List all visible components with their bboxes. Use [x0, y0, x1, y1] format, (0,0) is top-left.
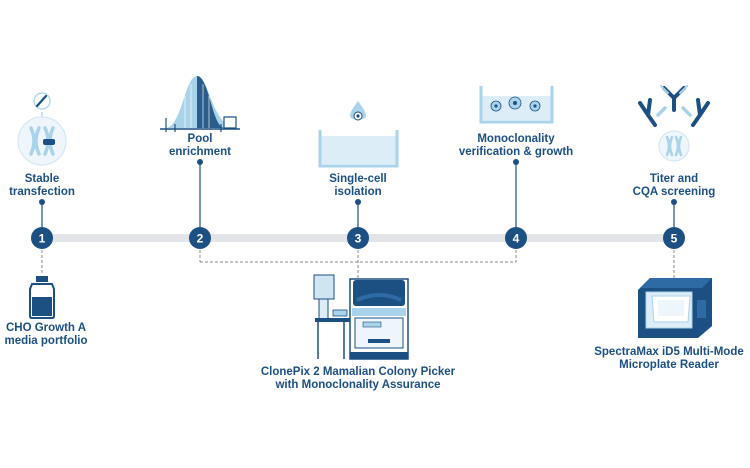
step-marker-3: 3 [347, 227, 369, 249]
step-label-5-line1: Titer and [649, 173, 699, 185]
connector-dots [39, 159, 677, 205]
media-product-label-line1: CHO Growth A [5, 322, 87, 334]
step-label-1: Stable transfection [2, 173, 82, 199]
step-marker-1: 1 [31, 227, 53, 249]
step-label-5-line2: CQA screening [632, 186, 716, 198]
spectramax-product-label-line2: Microplate Reader [619, 359, 719, 371]
microplate-reader-icon [638, 278, 712, 338]
step-label-3: Single-cell isolation [318, 173, 398, 199]
colony-picker-instrument-icon [313, 274, 409, 360]
step-label-2-line1: Pool [187, 133, 213, 145]
step-label-4-line2: verification & growth [458, 146, 574, 158]
step-marker-4: 4 [505, 227, 527, 249]
label-connectors [41, 162, 675, 227]
media-bottle-icon [29, 276, 55, 319]
clonepix-product-label: ClonePix 2 Mamalian Colony Picker with M… [243, 366, 473, 392]
antibody-icon [638, 85, 710, 162]
spectramax-product-label-line1: SpectraMax iD5 Multi-Mode [594, 346, 744, 358]
step-number-5: 5 [671, 232, 678, 246]
clonepix-product-label-line2: with Monoclonality Assurance [275, 379, 441, 391]
colonies-well-icon [479, 86, 554, 124]
step-number-3: 3 [355, 232, 362, 246]
step-number-1: 1 [39, 232, 46, 246]
single-cell-well-icon [318, 101, 399, 168]
media-product-label-line2: media portfolio [4, 335, 88, 347]
step-label-1-line2: transfection [9, 186, 75, 198]
step-number-4: 4 [513, 232, 520, 246]
clonepix-bracket [199, 250, 517, 280]
step-number-2: 2 [197, 232, 204, 246]
step-label-3-line1: Single-cell [329, 173, 387, 185]
step-label-4-line1: Monoclonality [477, 133, 555, 145]
step-label-4: Monoclonality verification & growth [451, 133, 581, 159]
step-marker-2: 2 [189, 227, 211, 249]
step-label-1-line1: Stable [24, 173, 60, 185]
distribution-curve-icon [160, 76, 240, 132]
spectramax-product-label: SpectraMax iD5 Multi-Mode Microplate Rea… [588, 346, 750, 372]
step-label-5: Titer and CQA screening [624, 173, 724, 199]
step-marker-5: 5 [663, 227, 685, 249]
step-label-2-line2: enrichment [169, 146, 231, 158]
chromosome-syringe-icon [17, 92, 67, 166]
media-product-label: CHO Growth A media portfolio [0, 322, 92, 348]
step-label-2: Pool enrichment [160, 133, 240, 159]
step-label-3-line2: isolation [334, 186, 382, 198]
clonepix-product-label-line1: ClonePix 2 Mamalian Colony Picker [260, 366, 456, 378]
